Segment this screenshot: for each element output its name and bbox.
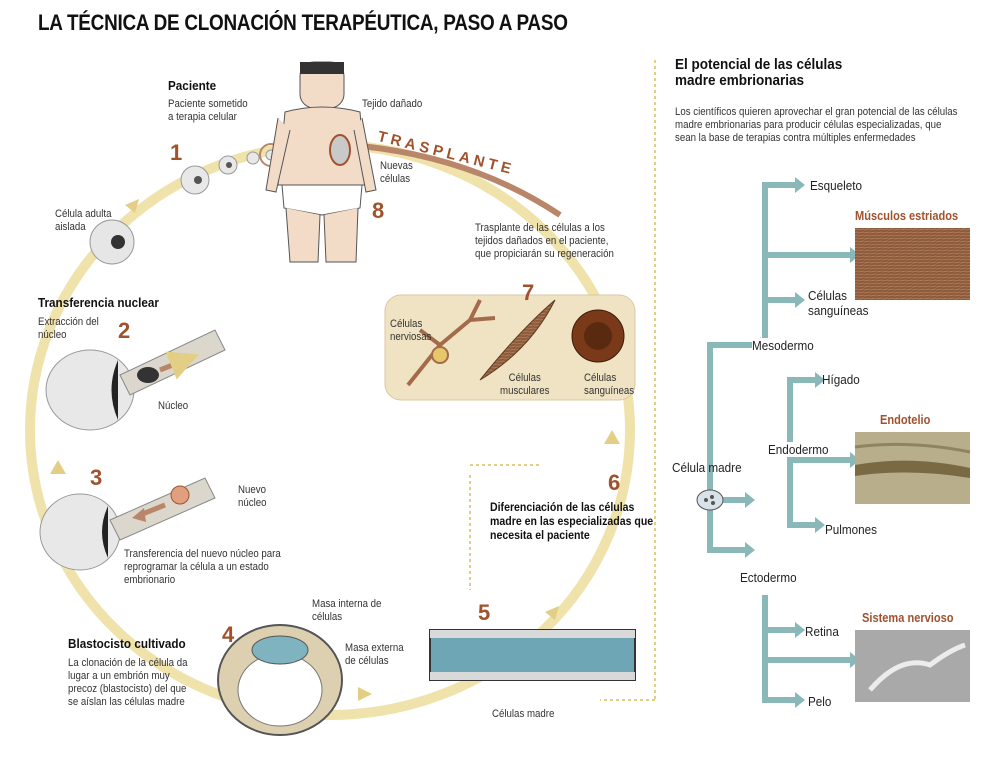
step-number-8: 8 (372, 198, 385, 223)
lineage-tree (707, 182, 850, 703)
nucleus-label: Núcleo (158, 400, 189, 412)
pulmones-label: Pulmones (825, 522, 878, 537)
culture-dish (429, 629, 636, 681)
blastocyst-heading: Blastocisto cultivado (68, 636, 186, 651)
endotelio-title: Endotelio (880, 412, 931, 427)
step-number-1: 1 (170, 140, 183, 165)
endodermo-label: Endodermo (768, 442, 829, 457)
cell (246, 151, 260, 165)
dotted-connector (469, 464, 540, 590)
muscle-tissue-image (855, 228, 970, 300)
ectodermo-label: Ectodermo (740, 570, 797, 585)
step-number-6: 6 (608, 470, 621, 495)
pipette (109, 477, 216, 541)
stem-cell-icon (696, 489, 724, 511)
retina-label: Retina (805, 624, 839, 639)
mesodermo-label: Mesodermo (752, 338, 814, 353)
stem-cells-label: Células madre (492, 708, 555, 720)
patient-heading: Paciente (168, 78, 217, 93)
blastocyst (217, 624, 343, 736)
tree-root-label: Célula madre (672, 460, 742, 475)
musculos-title: Músculos estriados (855, 208, 959, 223)
cycle-arrowhead (545, 606, 559, 620)
nervous-system-image (855, 630, 970, 702)
right-panel-description: Los científicos quieren aprovechar el gr… (675, 106, 958, 144)
nerve-cell (406, 299, 496, 387)
extraction-arrow (159, 351, 199, 380)
patient-figure (265, 61, 377, 263)
damaged-tissue (329, 134, 351, 166)
cycle-arrowhead (50, 460, 66, 474)
cycle-arrowhead (125, 199, 139, 213)
step-number-2: 2 (118, 318, 131, 343)
higado-label: Hígado (822, 372, 860, 387)
step-number-5: 5 (478, 600, 491, 625)
step-number-3: 3 (90, 465, 103, 490)
trasplante-arc (349, 142, 562, 218)
cycle-arrowhead (358, 687, 372, 701)
cycle-arrowhead (604, 430, 620, 444)
page-title: LA TÉCNICA DE CLONACIÓN TERAPÉUTICA, PAS… (38, 10, 568, 35)
damaged-tissue-label: Tejido dañado (362, 98, 423, 110)
pelo-label: Pelo (808, 694, 832, 709)
transfer-heading: Transferencia nuclear (38, 295, 159, 310)
step-number-4: 4 (222, 622, 235, 647)
endothelium-image (854, 432, 971, 504)
step-number-7: 7 (522, 280, 535, 305)
muscle-cell (479, 299, 556, 381)
esqueleto-label: Esqueleto (810, 178, 863, 193)
egg-cell (45, 349, 135, 431)
sistema-title: Sistema nervioso (862, 610, 954, 625)
